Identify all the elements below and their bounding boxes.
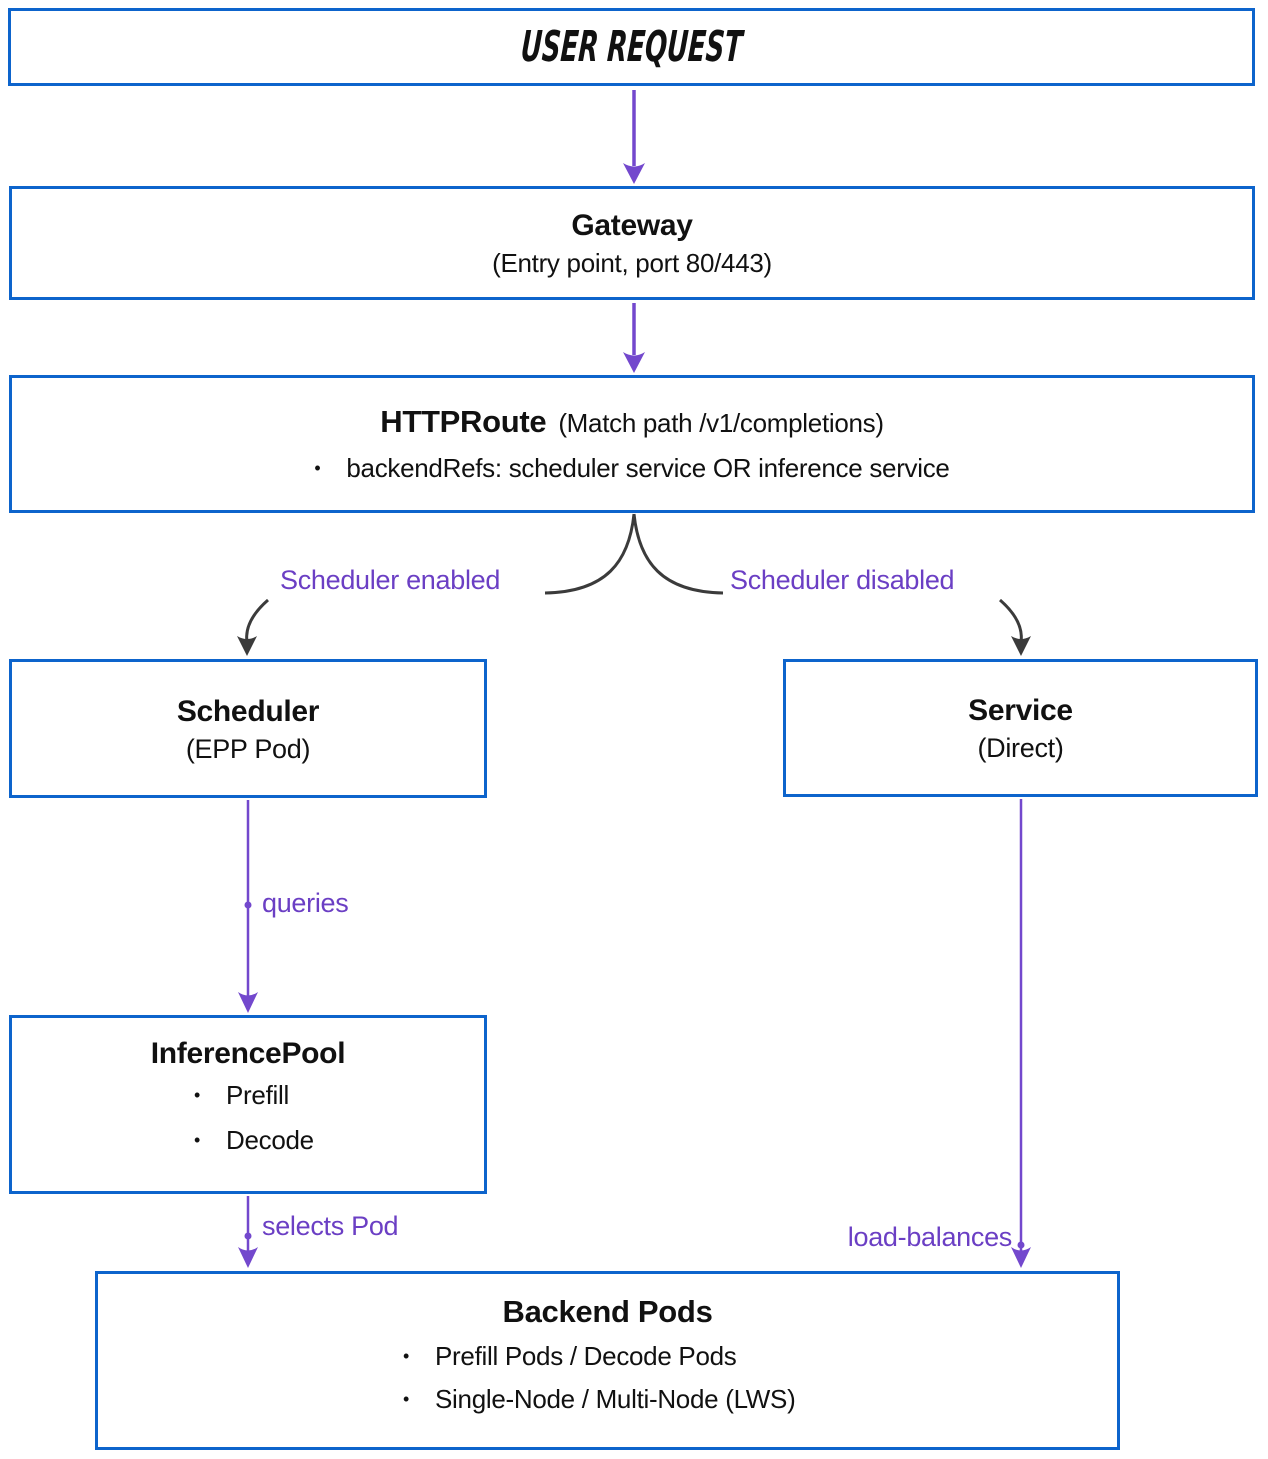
node-httproute: HTTPRoute (Match path /v1/completions) •… — [9, 375, 1255, 513]
node-scheduler: Scheduler (EPP Pod) — [9, 659, 487, 798]
bullet-dot: • — [194, 1085, 201, 1105]
arrow-service-to-backend — [1011, 799, 1031, 1268]
gateway-subtitle: (Entry point, port 80/443) — [492, 248, 772, 278]
arrow-user-to-gateway — [623, 90, 645, 184]
inferencepool-title: InferencePool — [150, 1037, 346, 1070]
inferencepool-bullet-text: Decode — [226, 1125, 314, 1155]
httproute-title: HTTPRoute — [380, 403, 547, 439]
inferencepool-bullet: • Decode — [194, 1119, 484, 1164]
node-inferencepool: InferencePool • Prefill • Decode — [9, 1015, 487, 1194]
arrow-disabled-to-service — [999, 598, 1031, 656]
edge-label-scheduler-enabled: Scheduler enabled — [280, 565, 501, 595]
bullet-dot: • — [194, 1130, 201, 1150]
backend-pods-bullet: • Single-Node / Multi-Node (LWS) — [403, 1379, 1117, 1422]
scheduler-subtitle: (EPP Pod) — [185, 733, 311, 764]
node-gateway: Gateway (Entry point, port 80/443) — [9, 186, 1255, 300]
backend-pods-bullets: • Prefill Pods / Decode Pods • Single-No… — [403, 1336, 1117, 1422]
arrow-scheduler-to-inferencepool — [238, 800, 258, 1013]
user-request-title: USER REQUEST — [519, 22, 744, 72]
edge-label-selects-pod: selects Pod — [262, 1211, 399, 1241]
edge-label-queries: queries — [262, 888, 349, 918]
scheduler-title: Scheduler — [176, 694, 320, 728]
bullet-dot: • — [314, 457, 321, 478]
httproute-title-row: HTTPRoute (Match path /v1/completions) — [380, 402, 884, 442]
httproute-bullet-text: backendRefs: scheduler service OR infere… — [346, 452, 950, 483]
node-service: Service (Direct) — [783, 659, 1258, 797]
edge-label-scheduler-disabled: Scheduler disabled — [730, 565, 955, 595]
bullet-dot: • — [403, 1389, 410, 1409]
httproute-title-suffix: (Match path /v1/completions) — [558, 407, 884, 438]
gateway-title: Gateway — [571, 209, 693, 242]
arrow-enabled-to-scheduler — [237, 598, 269, 656]
backend-pods-bullet-text: Single-Node / Multi-Node (LWS) — [435, 1384, 796, 1414]
inferencepool-bullets: • Prefill • Decode — [194, 1074, 484, 1164]
service-title: Service — [968, 694, 1073, 727]
node-user-request: USER REQUEST — [8, 8, 1255, 86]
fork-curve-right — [632, 513, 724, 595]
edge-label-load-balances: load-balances — [847, 1222, 1013, 1252]
node-backend-pods: Backend Pods • Prefill Pods / Decode Pod… — [95, 1271, 1120, 1450]
service-subtitle: (Direct) — [977, 733, 1064, 763]
arrow-inferencepool-to-backend — [238, 1196, 258, 1268]
bullet-dot: • — [403, 1346, 410, 1366]
httproute-bullet: • backendRefs: scheduler service OR infe… — [314, 452, 950, 487]
backend-pods-title: Backend Pods — [502, 1294, 713, 1329]
inferencepool-bullet-text: Prefill — [226, 1080, 289, 1110]
arrow-gateway-to-httproute — [623, 303, 645, 373]
backend-pods-bullet-text: Prefill Pods / Decode Pods — [435, 1341, 737, 1371]
inferencepool-bullet: • Prefill — [194, 1074, 484, 1119]
backend-pods-bullet: • Prefill Pods / Decode Pods — [403, 1336, 1117, 1379]
fork-curve-left — [544, 513, 636, 595]
